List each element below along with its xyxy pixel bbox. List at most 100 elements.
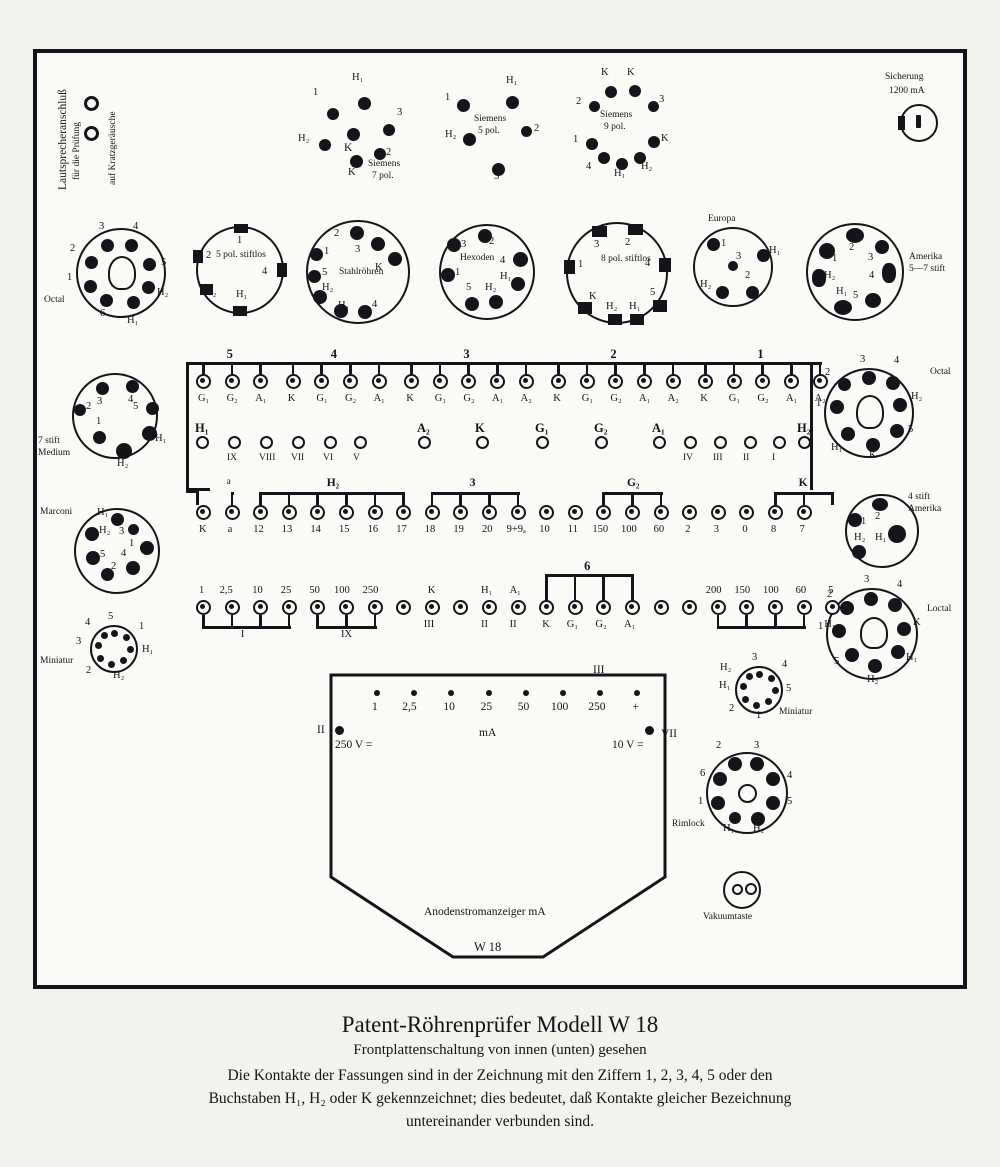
terminal-label: 16 <box>367 524 379 535</box>
terminal-row4-4[interactable] <box>310 600 326 615</box>
terminal-A₂[interactable] <box>418 436 431 449</box>
meter-scale-dot[interactable] <box>597 690 604 696</box>
terminal-II[interactable] <box>744 436 757 449</box>
terminal-VII[interactable] <box>292 436 305 449</box>
terminal-K[interactable] <box>285 374 301 389</box>
terminal-15[interactable] <box>339 505 354 520</box>
terminal-row4-1[interactable] <box>224 600 240 615</box>
terminal-9+9ₐ[interactable] <box>510 505 526 520</box>
terminal-row4-6[interactable] <box>367 600 383 615</box>
terminal-G₂[interactable] <box>608 374 624 389</box>
terminal-A₂[interactable] <box>665 374 681 389</box>
terminal-row4-8[interactable] <box>424 600 440 615</box>
terminal-100[interactable] <box>625 505 640 520</box>
pin-label: K <box>661 133 669 144</box>
terminal-A₁[interactable] <box>490 374 505 389</box>
terminal-20[interactable] <box>482 505 497 520</box>
meter-scale-dot[interactable] <box>634 690 641 696</box>
terminal-row4-12[interactable] <box>539 600 555 615</box>
terminal-row4-16[interactable] <box>653 600 669 615</box>
terminal-row4-21[interactable] <box>796 600 812 615</box>
terminal-8[interactable] <box>768 505 783 520</box>
terminal-row4-5[interactable] <box>339 600 354 615</box>
terminal-G₁[interactable] <box>579 374 595 389</box>
terminal-3[interactable] <box>710 505 726 520</box>
terminal-60[interactable] <box>653 505 669 520</box>
terminal-13[interactable] <box>281 505 297 520</box>
terminal-A₁[interactable] <box>637 374 652 389</box>
meter-scale-dot[interactable] <box>448 690 455 696</box>
terminal-10[interactable] <box>539 505 555 520</box>
terminal-19[interactable] <box>453 505 469 520</box>
terminal-K[interactable] <box>476 436 489 449</box>
terminal-150[interactable] <box>596 505 612 520</box>
terminal-row4-18[interactable] <box>710 600 726 615</box>
terminal-0[interactable] <box>739 505 755 520</box>
terminal-G₂[interactable] <box>755 374 771 389</box>
terminal-G₂[interactable] <box>343 374 358 389</box>
terminal-G₂[interactable] <box>595 436 608 449</box>
terminal-K[interactable] <box>698 374 714 389</box>
terminal-G₁[interactable] <box>314 374 330 389</box>
terminal-16[interactable] <box>367 505 383 520</box>
meter-scale-dot[interactable] <box>485 690 492 696</box>
terminal-G₂[interactable] <box>224 374 240 389</box>
terminal-VIII[interactable] <box>260 436 273 449</box>
terminal-VI[interactable] <box>324 436 337 449</box>
meter-scale-dot[interactable] <box>522 690 529 696</box>
terminal-11[interactable] <box>567 505 583 520</box>
terminal-2[interactable] <box>682 505 698 520</box>
terminal-row4-11[interactable] <box>510 600 526 615</box>
terminal-row4-2[interactable] <box>253 600 269 615</box>
terminal-G₁[interactable] <box>726 374 742 389</box>
meter-scale-dot[interactable] <box>411 690 418 696</box>
terminal-G₁[interactable] <box>536 436 549 449</box>
terminal-G₁[interactable] <box>432 374 448 389</box>
terminal-row4-3[interactable] <box>281 600 297 615</box>
terminal-row4-17[interactable] <box>682 600 698 615</box>
terminal-A₁[interactable] <box>653 436 666 449</box>
terminal-row4-0[interactable] <box>196 600 211 615</box>
terminal-row4-22[interactable] <box>825 600 841 615</box>
terminal-G₂[interactable] <box>461 374 477 389</box>
terminal-row4-20[interactable] <box>768 600 783 615</box>
terminal-V[interactable] <box>354 436 367 449</box>
terminal-7[interactable] <box>796 505 812 520</box>
terminal-row4-13[interactable] <box>567 600 583 615</box>
terminal-H₁[interactable] <box>196 436 209 449</box>
speaker-jack-socket-2[interactable] <box>84 126 99 141</box>
terminal-row4-10[interactable] <box>482 600 497 615</box>
terminal-I[interactable] <box>773 436 786 449</box>
meter-scale-dot[interactable] <box>374 690 380 696</box>
terminal-14[interactable] <box>310 505 326 520</box>
terminal-A₁[interactable] <box>784 374 799 389</box>
terminal-a[interactable] <box>224 505 240 520</box>
pin-label: 2 <box>386 147 392 158</box>
terminal-row4-14[interactable] <box>596 600 612 615</box>
terminal-III[interactable] <box>714 436 727 449</box>
pin-label: H₂ <box>485 282 497 293</box>
terminal-row4-15[interactable] <box>625 600 640 615</box>
pin-label: 2 <box>825 367 831 378</box>
terminal-12[interactable] <box>253 505 269 520</box>
terminal-A₁[interactable] <box>371 374 387 389</box>
terminal-K[interactable] <box>551 374 567 389</box>
terminal-row4-7[interactable] <box>396 600 412 615</box>
terminal-A₁[interactable] <box>253 374 269 389</box>
terminal-17[interactable] <box>396 505 412 520</box>
meter-scale-dot[interactable] <box>560 690 566 696</box>
terminal-G₁[interactable] <box>196 374 211 389</box>
meter-scale-label: 1 <box>372 701 378 713</box>
terminal-IV[interactable] <box>684 436 697 449</box>
terminal-K[interactable] <box>196 505 211 520</box>
speaker-jack-socket-1[interactable] <box>84 96 99 111</box>
terminal-K[interactable] <box>404 374 420 389</box>
terminal-H₂[interactable] <box>798 436 811 449</box>
terminal-IX[interactable] <box>228 436 241 449</box>
terminal-18[interactable] <box>424 505 440 520</box>
terminal-A₂[interactable] <box>812 374 828 389</box>
terminal-A₂[interactable] <box>518 374 534 389</box>
terminal-center <box>572 604 578 610</box>
terminal-row4-9[interactable] <box>453 600 469 615</box>
terminal-row4-19[interactable] <box>739 600 755 615</box>
